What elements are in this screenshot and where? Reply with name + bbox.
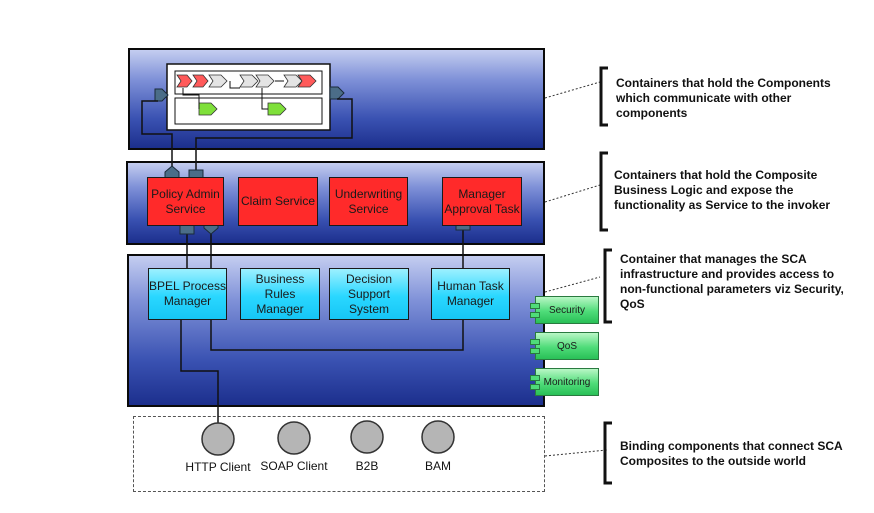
http-client-label: HTTP Client [185, 460, 251, 474]
component-wires [182, 80, 284, 110]
b2b-label: B2B [355, 459, 379, 473]
bpel-process-manager[interactable]: BPEL Process Manager [148, 268, 227, 320]
chevron-gray-3 [255, 74, 275, 88]
callout-leaders [544, 81, 608, 457]
chevron-green-2 [267, 102, 287, 116]
callout-brackets [599, 66, 612, 485]
bam-node [421, 420, 455, 454]
manager-approval-task[interactable]: Manager Approval Task [442, 177, 522, 226]
frame-port-left [154, 88, 169, 102]
chevron-gray-2 [239, 74, 259, 88]
note-containers-components: Containers that hold the Components whic… [616, 76, 831, 120]
qos-component[interactable]: QoS [530, 332, 599, 360]
business-rules-manager[interactable]: Business Rules Manager [240, 268, 320, 320]
qos-port-icon [530, 339, 540, 345]
security-port-icon-2 [530, 312, 540, 318]
chevron-components-bottom [198, 102, 287, 116]
security-label: Security [548, 304, 586, 316]
monitoring-port-icon [530, 375, 540, 381]
underwriting-service[interactable]: Underwriting Service [329, 177, 408, 226]
decision-support-system[interactable]: Decision Support System [329, 268, 409, 320]
note-sca-infrastructure: Container that manages the SCA infrastru… [620, 252, 844, 311]
security-component[interactable]: Security [530, 296, 599, 324]
claim-service[interactable]: Claim Service [238, 177, 318, 226]
chevron-red-1 [176, 74, 193, 88]
http-client-node [201, 422, 235, 456]
chevron-green-1 [198, 102, 218, 116]
chevron-red-2 [192, 74, 209, 88]
human-task-manager[interactable]: Human Task Manager [431, 268, 510, 320]
monitoring-port-icon-2 [530, 384, 540, 390]
component-row-bottom [174, 97, 323, 125]
security-port-icon [530, 303, 540, 309]
monitoring-component[interactable]: Monitoring [530, 368, 599, 396]
chevron-gray-1 [208, 74, 228, 88]
binding-components-box [133, 416, 545, 492]
note-binding-components: Binding components that connect SCA Comp… [620, 439, 843, 468]
frame-port-right [329, 86, 345, 100]
b2b-node [350, 420, 384, 454]
soap-client-node [277, 421, 311, 455]
layer-connections [141, 98, 464, 425]
chevron-red-3 [297, 74, 317, 88]
qos-label: QoS [556, 340, 577, 352]
bam-label: BAM [424, 459, 451, 473]
chevron-gray-4 [283, 74, 303, 88]
soap-client-label: SOAP Client [260, 459, 328, 473]
qos-port-icon-2 [530, 348, 540, 354]
monitoring-label: Monitoring [543, 376, 591, 388]
client-nodes [201, 420, 455, 456]
policy-admin-service[interactable]: Policy Admin Service [147, 177, 224, 226]
frame-ports [154, 86, 345, 102]
note-containers-composite: Containers that hold the Composite Busin… [614, 168, 831, 212]
chevron-components-top [176, 74, 317, 88]
